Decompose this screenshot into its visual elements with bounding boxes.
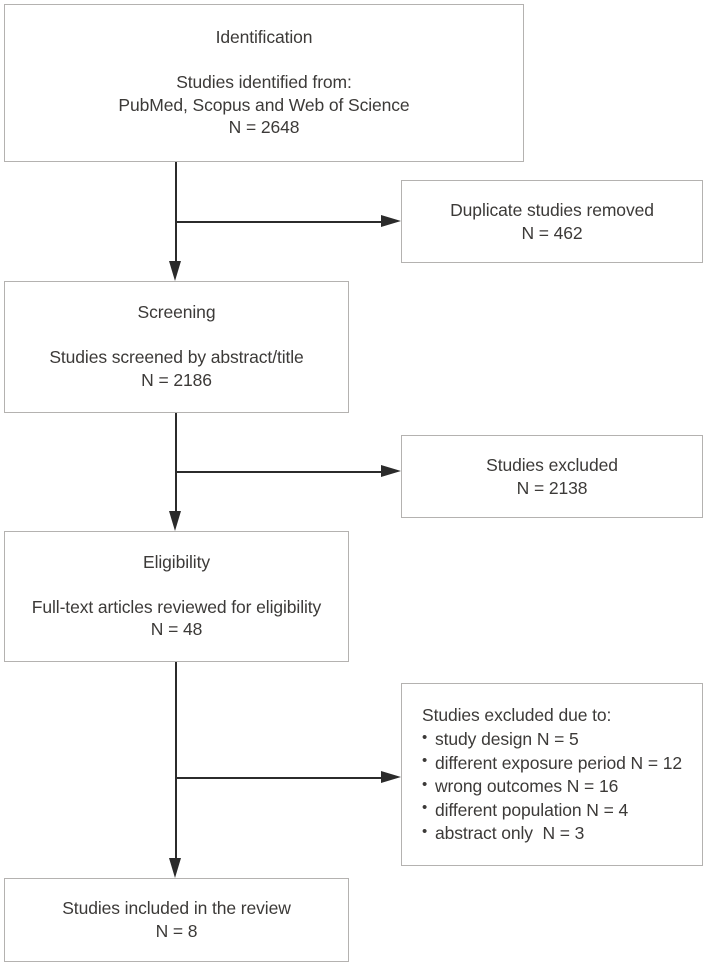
stage-body-screening: Studies screened by abstract/title N = 2… bbox=[49, 347, 304, 390]
side-box-body-studies-excluded: Studies excluded N = 2138 bbox=[486, 454, 618, 498]
stage-body-identification: Studies identified from: PubMed, Scopus … bbox=[118, 71, 410, 138]
exclusion-reasons-list: study design N = 5 different exposure pe… bbox=[422, 728, 682, 845]
connector-line-eligibility-to-included bbox=[175, 662, 177, 858]
exclusion-reasons-title: Studies excluded due to: bbox=[422, 704, 612, 725]
stage-body-eligibility: Full-text articles reviewed for eligibil… bbox=[31, 596, 322, 640]
list-item: study design N = 5 bbox=[422, 728, 682, 751]
stage-box-eligibility: Eligibility Full-text articles reviewed … bbox=[4, 531, 349, 662]
connector-line-to-studies-excluded bbox=[176, 471, 382, 473]
arrow-down-icon-screening bbox=[169, 261, 181, 281]
list-item: different exposure period N = 12 bbox=[422, 751, 682, 775]
stage-label-identification: Identification bbox=[215, 26, 313, 47]
stage-box-screening: Screening Studies screened by abstract/t… bbox=[4, 281, 349, 413]
connector-line-to-exclusion-reasons bbox=[176, 777, 382, 779]
arrow-down-icon-eligibility bbox=[169, 511, 181, 531]
connector-line-to-duplicates-removed bbox=[176, 221, 382, 223]
list-item: abstract only N = 3 bbox=[422, 822, 682, 845]
connector-line-identification-to-screening bbox=[175, 162, 177, 261]
arrow-down-icon-included bbox=[169, 858, 181, 878]
stage-box-identification: Identification Studies identified from: … bbox=[4, 4, 524, 162]
side-box-studies-excluded: Studies excluded N = 2138 bbox=[401, 435, 703, 518]
arrow-right-icon-exclusion-reasons bbox=[381, 771, 401, 783]
side-box-exclusion-reasons: Studies excluded due to: study design N … bbox=[401, 683, 703, 866]
side-box-body-duplicates-removed: Duplicate studies removed N = 462 bbox=[450, 199, 654, 243]
list-item: wrong outcomes N = 16 bbox=[422, 775, 682, 798]
connector-line-screening-to-eligibility bbox=[175, 413, 177, 511]
stage-box-included: Studies included in the review N = 8 bbox=[4, 878, 349, 962]
stage-body-included: Studies included in the review N = 8 bbox=[62, 898, 291, 941]
side-box-duplicates-removed: Duplicate studies removed N = 462 bbox=[401, 180, 703, 263]
stage-label-screening: Screening bbox=[137, 302, 216, 323]
arrow-right-icon-duplicates bbox=[381, 215, 401, 227]
stage-label-eligibility: Eligibility bbox=[143, 551, 210, 572]
list-item: different population N = 4 bbox=[422, 798, 682, 822]
arrow-right-icon-excluded bbox=[381, 465, 401, 477]
